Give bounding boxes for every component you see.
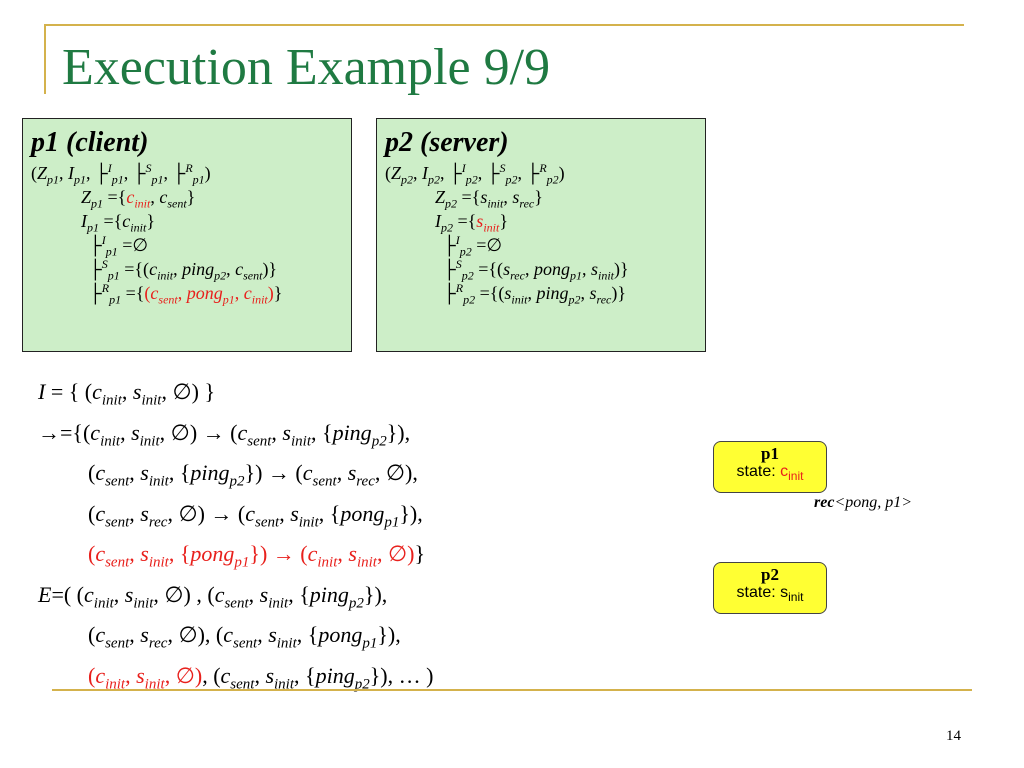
rec-event-label: rec<pong, p1> (814, 494, 913, 511)
execution-line-1: E=( (cinit, sinit, ∅) , (csent, sinit, {… (38, 581, 388, 611)
execution-line-2: (csent, srec, ∅), (csent, sinit, {pongp1… (88, 622, 401, 652)
p2-z-def: Zp2 ={sinit, srec} (435, 187, 543, 211)
p2-state-value: sinit (780, 584, 804, 605)
left-rule (44, 24, 46, 94)
initial-state-line: I = { (cinit, sinit, ∅) } (38, 379, 216, 409)
p2-turn-r: ├Rp2 ={(sinit, pingp2, srec)} (443, 281, 626, 307)
top-rule (44, 24, 964, 26)
p2-state-tag: p2 state: sinit (713, 562, 827, 614)
p2-tuple: (Zp2, Ip2, ├Ip2, ├Sp2, ├Rp2) (385, 161, 565, 187)
p1-tuple: (Zp1, Ip1, ├Ip1, ├Sp1, ├Rp1) (31, 161, 211, 187)
p2-i-def: Ip2 ={sinit} (435, 211, 508, 235)
p2-turn-i: ├Ip2 =∅ (443, 233, 503, 259)
p1-z-def: Zp1 ={cinit, csent} (81, 187, 196, 211)
p2-state-label: state: (736, 584, 781, 601)
p1-heading: p1 (client) (31, 127, 149, 158)
p1-state-label: state: (736, 463, 781, 480)
transition-line-1: →={(cinit, sinit, ∅) → (csent, sinit, {p… (38, 419, 411, 449)
transition-line-2: (csent, sinit, {pingp2}) → (csent, srec,… (88, 460, 418, 490)
p1-client-box: p1 (client) (Zp1, Ip1, ├Ip1, ├Sp1, ├Rp1)… (22, 118, 352, 352)
p2-turn-s: ├Sp2 ={(srec, pongp1, sinit)} (443, 257, 629, 283)
p1-turn-r: ├Rp1 ={(csent, pongp1, cinit)} (89, 281, 283, 307)
p1-turn-s: ├Sp1 ={(cinit, pingp2, csent)} (89, 257, 278, 283)
p1-state-tag: p1 state: cinit (713, 441, 827, 493)
p2-heading: p2 (server) (385, 127, 509, 158)
p1-state-value: cinit (780, 463, 804, 484)
transition-line-3: (csent, srec, ∅) → (csent, sinit, {pongp… (88, 500, 423, 530)
page-number: 14 (946, 728, 961, 744)
execution-formulas: I = { (cinit, sinit, ∅) } →={(cinit, sin… (38, 372, 433, 696)
p1-i-def: Ip1 ={cinit} (81, 211, 155, 235)
transition-line-4: (csent, sinit, {pongp1}) → (cinit, sinit… (88, 541, 426, 571)
slide-title: Execution Example 9/9 (62, 39, 551, 96)
p2-server-box: p2 (server) (Zp2, Ip2, ├Ip2, ├Sp2, ├Rp2)… (376, 118, 706, 352)
p1-turn-i: ├Ip1 =∅ (89, 233, 149, 259)
bottom-rule (52, 689, 972, 691)
p1-tag-name: p1 (761, 444, 779, 463)
execution-line-3: (cinit, sinit, ∅), (csent, sinit, {pingp… (88, 662, 434, 692)
p2-tag-name: p2 (761, 565, 779, 584)
